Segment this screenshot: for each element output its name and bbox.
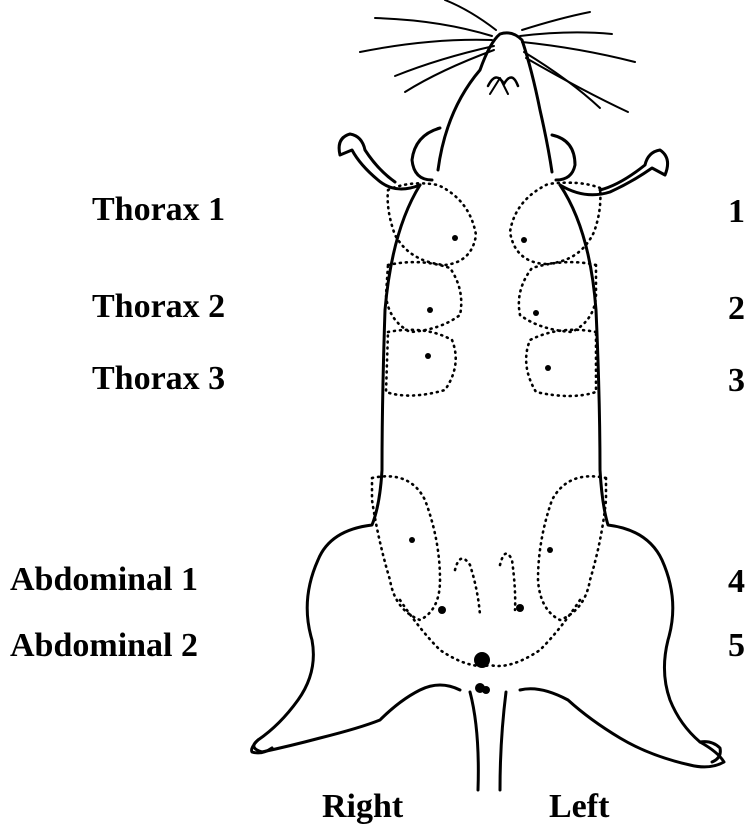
gland-thorax-2-right bbox=[386, 262, 461, 332]
left-forelimb bbox=[560, 150, 668, 195]
nipple-thorax-1-left bbox=[521, 237, 527, 243]
whiskers bbox=[360, 0, 635, 112]
head-outline bbox=[438, 33, 552, 172]
nipple-abdominal-1-left bbox=[547, 547, 553, 553]
nipple-thorax-3-left bbox=[545, 365, 551, 371]
genital-opening bbox=[474, 652, 490, 668]
gland-thorax-3-left bbox=[526, 330, 596, 396]
left-ear bbox=[552, 135, 575, 180]
body-outline-right-side bbox=[254, 185, 460, 752]
nipples bbox=[409, 235, 553, 694]
gland-abdominal-1-right bbox=[372, 476, 440, 620]
nipple-thorax-2-right bbox=[427, 307, 433, 313]
nipple-abdominal-1-right bbox=[409, 537, 415, 543]
anus-lower bbox=[482, 686, 490, 694]
gland-abdominal-2-left bbox=[490, 600, 580, 666]
nipple-thorax-2-left bbox=[533, 310, 539, 316]
right-forelimb bbox=[339, 134, 420, 189]
gland-thorax-2-left bbox=[519, 262, 596, 332]
tail bbox=[470, 692, 506, 790]
body-outline-left-side bbox=[520, 185, 724, 767]
mammary-regions bbox=[372, 183, 606, 666]
right-ear bbox=[412, 128, 440, 180]
genital-outline bbox=[455, 554, 515, 615]
gland-thorax-3-right bbox=[386, 330, 456, 396]
nipple-abdominal-2-left bbox=[516, 604, 524, 612]
nipple-thorax-1-right bbox=[452, 235, 458, 241]
nipple-abdominal-2-right bbox=[438, 606, 446, 614]
nipple-thorax-3-right bbox=[425, 353, 431, 359]
